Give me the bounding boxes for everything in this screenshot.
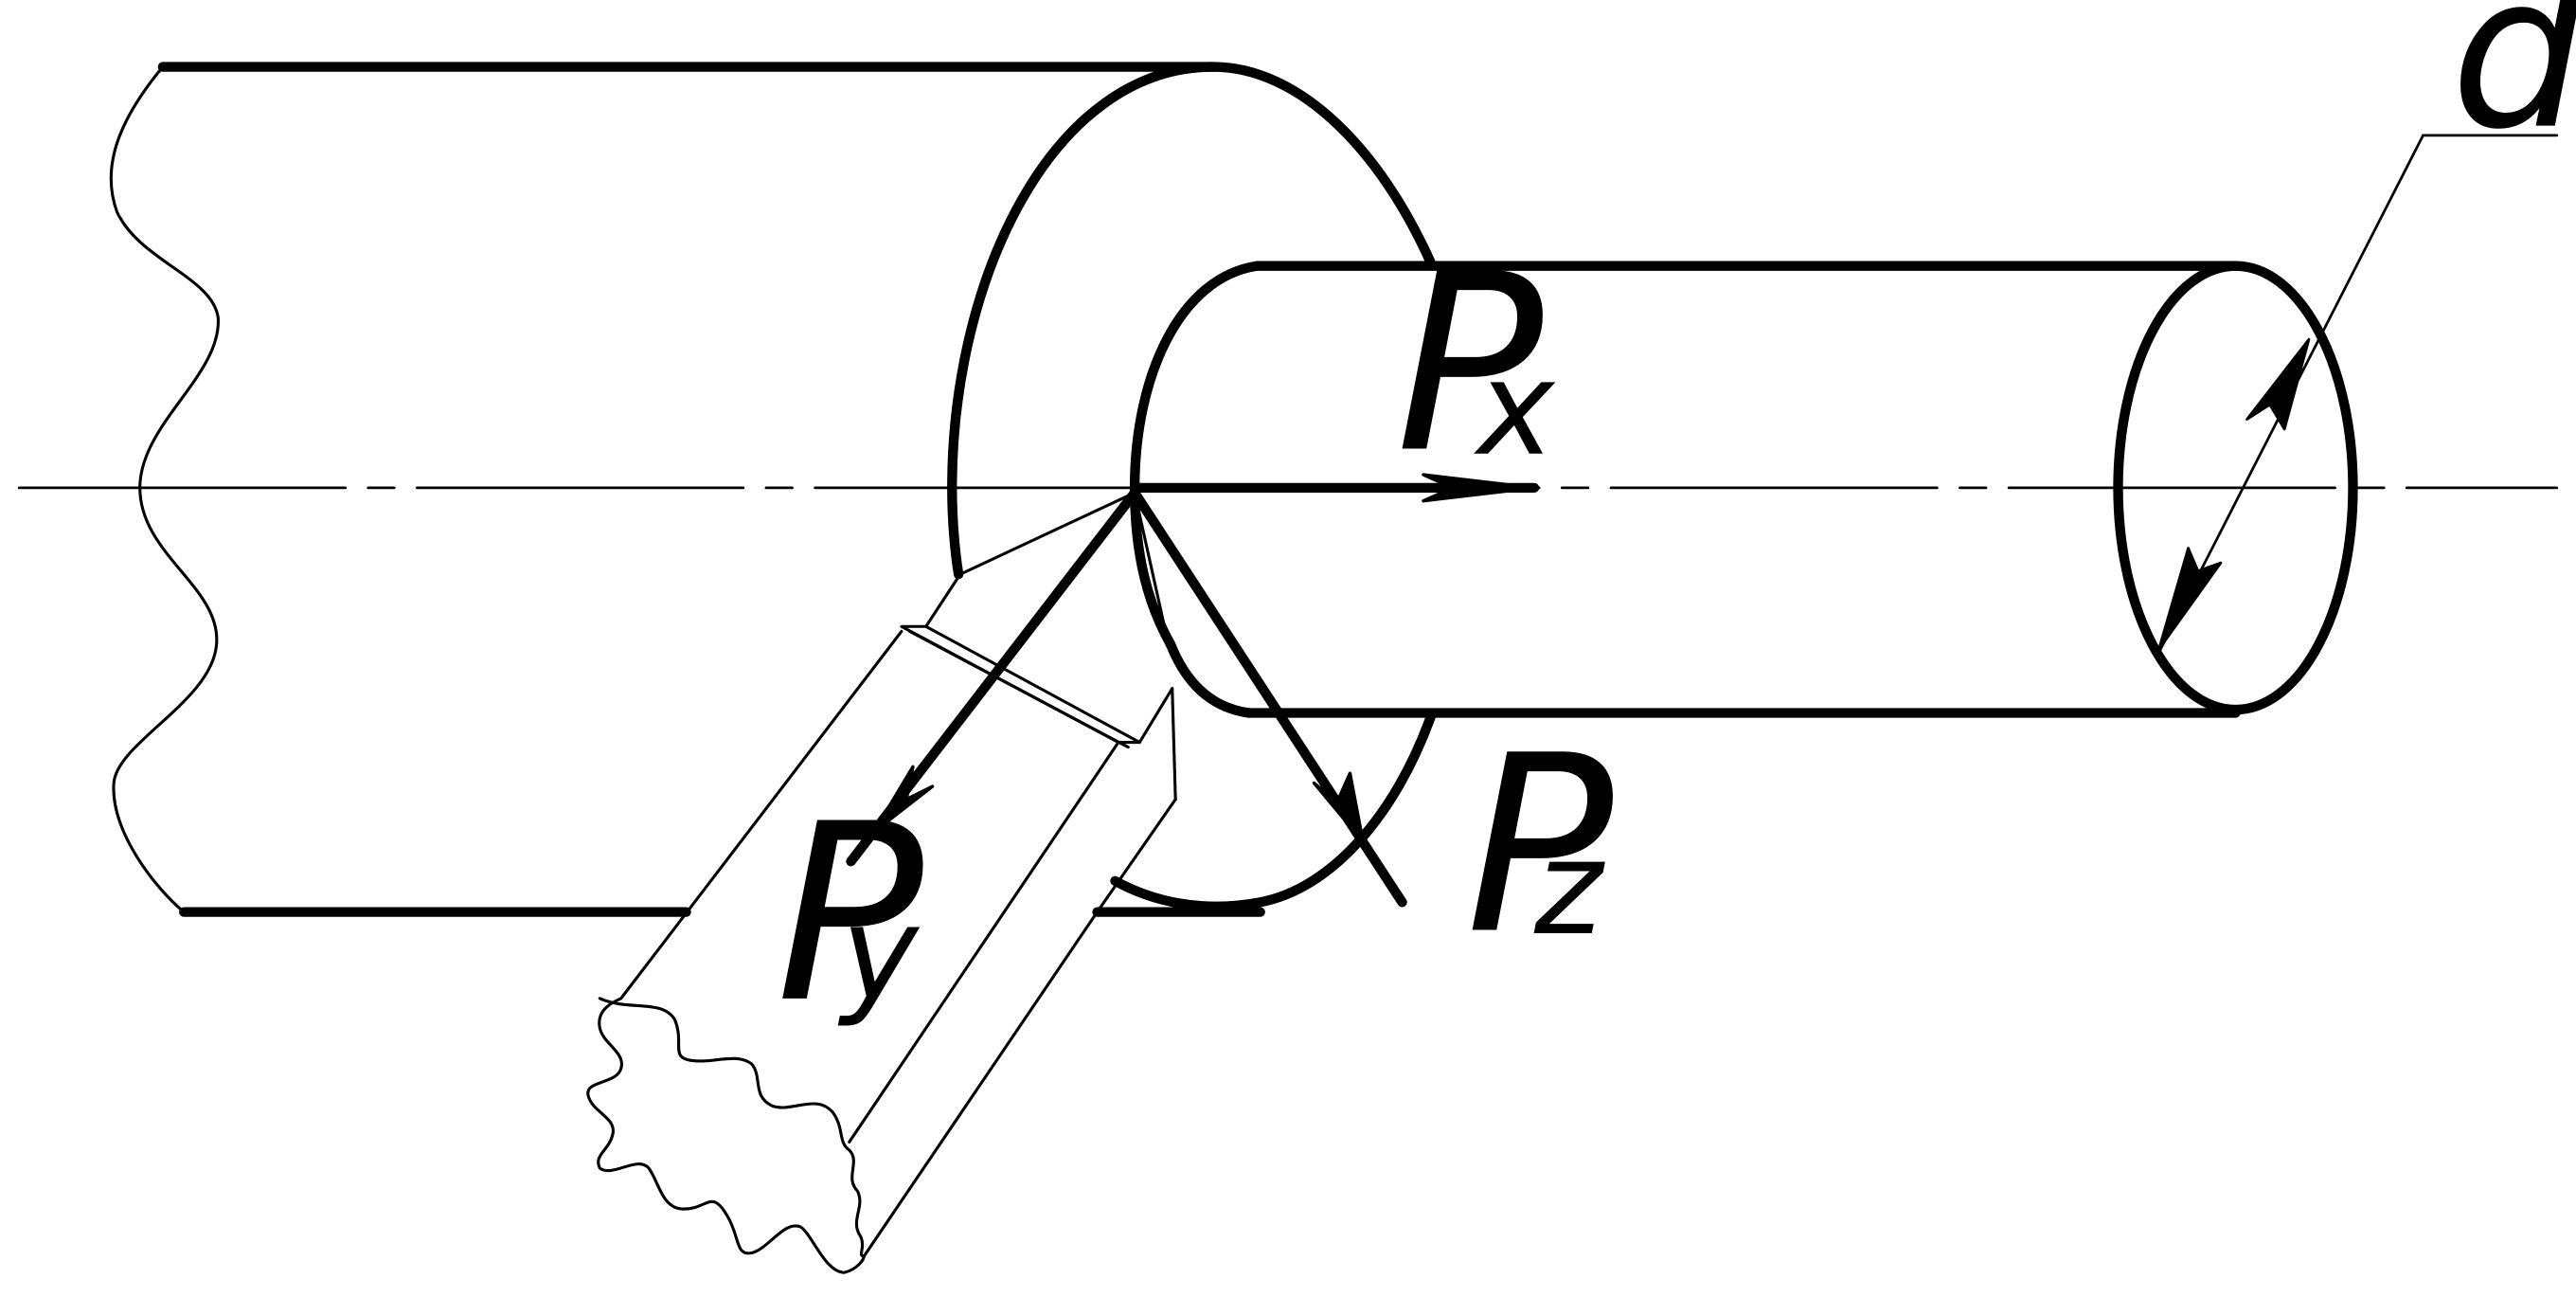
label-pz-sub: z bbox=[1533, 813, 1605, 964]
force-pz-head bbox=[1312, 771, 1365, 844]
tool-shank-right bbox=[862, 910, 1100, 1258]
dimension-arrow-lower bbox=[2157, 547, 2223, 651]
tool-rake-line-1 bbox=[958, 491, 1136, 576]
tool-edge-1 bbox=[924, 572, 962, 628]
force-px-head bbox=[1422, 473, 1536, 503]
tool-shank-middle bbox=[848, 740, 1120, 1144]
diameter-dimension bbox=[2157, 134, 2559, 655]
dimension-arrow-upper bbox=[2245, 337, 2311, 431]
tool-break-line bbox=[586, 997, 866, 1274]
label-px-main: P bbox=[1396, 222, 1545, 507]
large-cylinder-end-arc-upper bbox=[1208, 62, 1437, 270]
small-cylinder-left-contour bbox=[1129, 261, 1262, 650]
force-pz-arrow bbox=[1129, 487, 1407, 908]
tool-break-line-2 bbox=[598, 997, 866, 1258]
label-pz-main: P bbox=[1466, 703, 1615, 988]
label-diameter: d bbox=[2451, 0, 2576, 176]
force-py-arrow bbox=[846, 487, 1140, 867]
small-cylinder-left-contour-lower bbox=[1165, 639, 1254, 718]
label-py-sub: y bbox=[837, 878, 921, 1030]
label-px-sub: x bbox=[1474, 333, 1556, 485]
small-cylinder-end-ellipse bbox=[2113, 261, 2358, 715]
small-cylinder bbox=[1129, 261, 2358, 718]
tool-side-1 bbox=[1137, 687, 1174, 745]
tool-side-2 bbox=[1171, 687, 1177, 802]
tool-rake-line-2 bbox=[1133, 491, 1170, 641]
large-cylinder-end-arc-left bbox=[947, 62, 1218, 580]
large-cylinder-end-arc-lower bbox=[1110, 710, 1437, 911]
large-cylinder bbox=[109, 62, 1437, 917]
large-cylinder-break-line bbox=[109, 65, 220, 914]
tool-bevel-inner bbox=[907, 629, 1130, 749]
force-py-head bbox=[871, 765, 935, 834]
cutting-tool bbox=[586, 491, 1177, 1274]
force-px-arrow bbox=[1129, 473, 1540, 503]
label-py-main: P bbox=[776, 771, 924, 1056]
tool-side-3 bbox=[1095, 798, 1177, 914]
tool-shank-left bbox=[619, 629, 903, 1000]
